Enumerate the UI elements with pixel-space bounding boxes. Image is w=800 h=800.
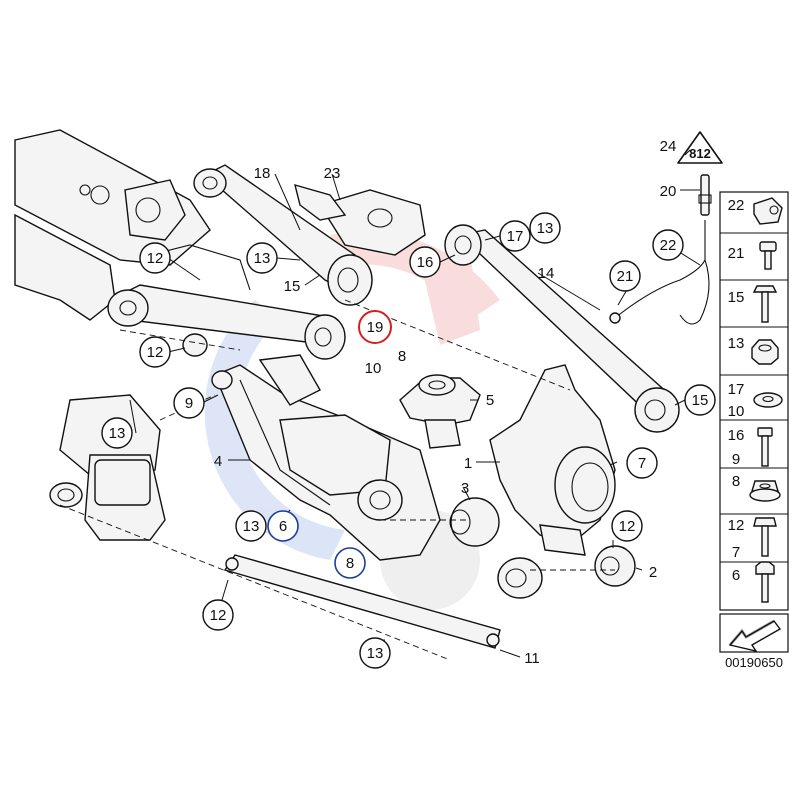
flange-bolt-icon <box>752 285 778 323</box>
legend-label-22: 22 <box>728 197 745 214</box>
sensor-cable <box>609 220 710 325</box>
legend-label-13: 13 <box>728 335 745 352</box>
callout-23: 23 <box>324 165 341 182</box>
callout-12a: 12 <box>147 250 164 267</box>
callout-14: 14 <box>538 265 555 282</box>
callout-1: 1 <box>464 455 472 472</box>
rear-subframe <box>14 129 251 321</box>
callout-7: 7 <box>638 455 646 472</box>
cable-clip-icon <box>753 197 783 225</box>
damper-mount <box>399 374 481 449</box>
callout-13d: 13 <box>367 645 384 662</box>
legend-label-15: 15 <box>728 289 745 306</box>
strut-top-mount <box>294 183 426 256</box>
callout-13e: 13 <box>537 220 554 237</box>
legend-label-6: 6 <box>732 567 740 584</box>
bushing-2-right <box>594 545 636 587</box>
callout-15a: 15 <box>284 278 301 295</box>
callout-15b: 15 <box>692 392 709 409</box>
long-bolt-icon <box>757 427 773 467</box>
flange-nut-icon <box>749 480 781 502</box>
callout-17: 17 <box>507 228 524 245</box>
trailing-link <box>223 554 501 649</box>
hex-nut-icon <box>751 339 779 365</box>
legend-label-16: 16 <box>728 427 745 444</box>
legend-label-21: 21 <box>728 245 745 262</box>
callout-3: 3 <box>461 480 469 497</box>
hex-socket-bolt-icon <box>759 241 777 270</box>
callouts: 18 23 15 8 10 5 4 1 3 2 14 11 20 24 <box>214 138 677 667</box>
legend-label-10: 10 <box>728 403 745 420</box>
callout-bubbles: 12 13 12 9 13 13 6 8 12 13 16 17 13 15 7… <box>101 212 716 669</box>
bushing-2-left <box>497 557 543 599</box>
callout-5: 5 <box>486 392 494 409</box>
legend-label-17: 17 <box>728 381 745 398</box>
legend-label-8: 8 <box>732 473 740 490</box>
callout-11: 11 <box>524 650 540 667</box>
callout-22: 22 <box>660 237 677 254</box>
callout-12d: 12 <box>619 518 636 535</box>
callout-8a: 8 <box>398 348 406 365</box>
callout-12c: 12 <box>210 607 227 624</box>
callout-24: 24 <box>660 138 677 155</box>
callout-4: 4 <box>214 453 222 470</box>
callout-13c: 13 <box>243 518 260 535</box>
warning-triangle-icon: 812 <box>677 131 723 164</box>
legend-label-9: 9 <box>732 451 740 468</box>
callout-9: 9 <box>185 395 193 412</box>
callout-12b: 12 <box>147 344 164 361</box>
legend-label-12: 12 <box>728 517 745 534</box>
callout-10: 10 <box>365 360 382 377</box>
lower-wishbone <box>211 354 441 561</box>
sidebar-legend: 22 21 15 13 17 10 16 9 <box>719 191 789 653</box>
wheel-carrier <box>489 364 616 556</box>
arrow-down-left-icon <box>728 619 782 653</box>
subframe-mount <box>49 394 166 541</box>
callout-21: 21 <box>617 268 634 285</box>
upper-control-arm <box>193 164 373 306</box>
hex-bolt-icon <box>753 517 777 557</box>
callout-20: 20 <box>660 183 677 200</box>
svg-text:812: 812 <box>689 146 711 161</box>
callout-16: 16 <box>417 254 434 271</box>
toe-link-arm <box>107 284 346 360</box>
callout-8b: 8 <box>346 555 354 572</box>
wheel-speed-sensor <box>698 174 712 216</box>
bushing-12 <box>182 333 208 357</box>
callout-6: 6 <box>279 518 287 535</box>
washer-icon <box>753 392 783 408</box>
callout-2: 2 <box>649 564 657 581</box>
callout-13a: 13 <box>254 250 271 267</box>
diagram-id: 00190650 <box>725 655 783 670</box>
torx-bolt-icon <box>755 561 775 603</box>
legend-label-7: 7 <box>732 544 740 561</box>
callout-18: 18 <box>254 165 271 182</box>
bushing-3 <box>449 497 500 547</box>
callout-13b: 13 <box>109 425 126 442</box>
callout-19: 19 <box>367 319 384 336</box>
